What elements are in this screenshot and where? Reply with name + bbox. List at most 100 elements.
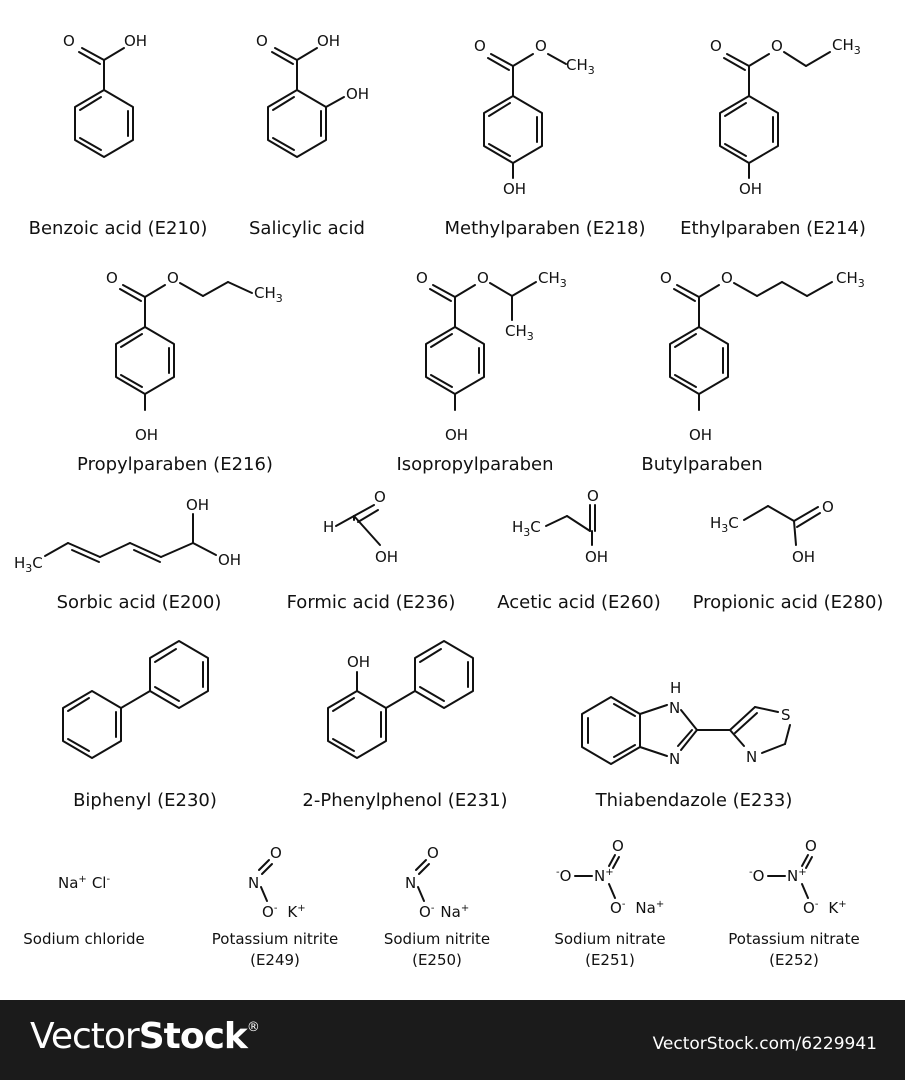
isopropylparaben-structure: O O CH3 CH3 OH Isopropylparaben <box>396 269 566 475</box>
atom-label: O <box>587 487 599 505</box>
atom-label: OH <box>792 548 815 566</box>
compound-name: Propylparaben (E216) <box>77 454 273 475</box>
compound-name: Benzoic acid (E210) <box>29 218 208 239</box>
atom-label: O-K+ <box>803 899 847 917</box>
compound-name: Methylparaben (E218) <box>444 218 645 239</box>
compound-name: Salicylic acid <box>249 218 365 239</box>
potassium-nitrate-structure: -O N+ O O-K+ Potassium nitrate (E252) <box>728 837 859 969</box>
methylparaben-structure: O O CH3 OH Methylparaben (E218) <box>444 37 645 239</box>
compound-name: Sodium chloride <box>23 930 144 948</box>
atom-label: O <box>416 269 428 287</box>
atom-label: OH <box>503 180 526 198</box>
compound-name: Sodium nitrate <box>554 930 665 948</box>
atom-label: OH <box>445 426 468 444</box>
propionic-acid-structure: H3C O OH Propionic acid (E280) <box>693 498 884 613</box>
compound-name: Sodium nitrite <box>384 930 490 948</box>
compound-name: Formic acid (E236) <box>287 592 456 613</box>
atom-label: OH <box>186 496 209 514</box>
atom-label: CH3 <box>832 36 861 57</box>
compound-name: Propionic acid (E280) <box>693 592 884 613</box>
atom-label: OH <box>346 85 369 103</box>
sodium-nitrite-structure: O N O-Na+ Sodium nitrite (E250) <box>384 844 490 969</box>
salicylic-acid-structure: O OH OH Salicylic acid <box>249 32 369 239</box>
atom-label: OH <box>135 426 158 444</box>
atom-label: O <box>167 269 179 287</box>
atom-label: CH3 <box>254 284 283 305</box>
sodium-nitrate-structure: -O N+ O O-Na+ Sodium nitrate (E251) <box>554 837 665 969</box>
atom-label: Na+Cl- <box>58 874 110 892</box>
atom-label: O <box>256 32 268 50</box>
atom-label: O <box>106 269 118 287</box>
compound-name: Acetic acid (E260) <box>497 592 661 613</box>
biphenyl-structure: Biphenyl (E230) <box>62 640 217 811</box>
image-url: VectorStock.com/6229941 <box>652 1034 877 1054</box>
compound-name: Butylparaben <box>641 454 762 475</box>
atom-label: O <box>427 844 439 862</box>
compound-name: Potassium nitrite <box>212 930 338 948</box>
compound-name: Potassium nitrate <box>728 930 859 948</box>
atom-label: O-K+ <box>262 903 306 921</box>
compound-name: Thiabendazole (E233) <box>595 790 793 811</box>
potassium-nitrite-structure: O N O-K+ Potassium nitrite (E249) <box>212 844 338 969</box>
compound-name: 2-Phenylphenol (E231) <box>302 790 507 811</box>
atom-label: O-Na+ <box>610 899 664 917</box>
acetic-acid-structure: H3C O OH Acetic acid (E260) <box>497 487 661 613</box>
structures-sheet: O OH Benzoic acid (E210) O OH OH Salicyl… <box>14 32 884 969</box>
atom-label: -O <box>749 867 764 885</box>
atom-label: H <box>670 679 681 697</box>
atom-label: S <box>781 706 791 724</box>
atom-label: O <box>270 844 282 862</box>
atom-label: CH3 <box>538 269 567 290</box>
atom-label: H <box>323 518 334 536</box>
compound-name: Isopropylparaben <box>396 454 553 475</box>
atom-label: O-Na+ <box>419 903 469 921</box>
atom-label: O <box>771 37 783 55</box>
compound-code: (E250) <box>412 951 462 969</box>
vectorstock-logo: VectorStock® <box>30 1016 260 1057</box>
atom-label: OH <box>689 426 712 444</box>
watermark-footer: VectorStock® VectorStock.com/6229941 <box>0 1000 905 1080</box>
atom-label: O <box>535 37 547 55</box>
atom-label: N <box>669 699 680 717</box>
benzoic-acid-structure: O OH Benzoic acid (E210) <box>29 32 208 239</box>
atom-label: H3C <box>512 518 541 539</box>
compound-name: Biphenyl (E230) <box>73 790 217 811</box>
atom-label: N+ <box>787 867 807 885</box>
ethylparaben-structure: O O CH3 OH Ethylparaben (E214) <box>680 36 866 239</box>
atom-label: H3C <box>710 514 739 535</box>
atom-label: O <box>710 37 722 55</box>
formic-acid-structure: H O OH Formic acid (E236) <box>287 488 456 613</box>
compound-code: (E251) <box>585 951 635 969</box>
atom-label: H3C <box>14 554 43 575</box>
atom-label: O <box>822 498 834 516</box>
atom-label: O <box>374 488 386 506</box>
atom-label: O <box>805 837 817 855</box>
compound-name: Ethylparaben (E214) <box>680 218 866 239</box>
atom-label: N <box>746 748 757 766</box>
atom-label: N <box>405 874 416 892</box>
atom-label: -O <box>556 867 571 885</box>
atom-label: CH3 <box>836 269 865 290</box>
atom-label: O <box>477 269 489 287</box>
atom-label: OH <box>317 32 340 50</box>
atom-label: OH <box>375 548 398 566</box>
sodium-chloride-structure: Na+Cl- Sodium chloride <box>23 874 144 948</box>
atom-label: O <box>63 32 75 50</box>
sorbic-acid-structure: H3C OH OH Sorbic acid (E200) <box>14 496 241 613</box>
atom-label: N <box>248 874 259 892</box>
atom-label: O <box>660 269 672 287</box>
atom-label: OH <box>347 653 370 671</box>
atom-label: O <box>474 37 486 55</box>
atom-label: O <box>612 837 624 855</box>
2-phenylphenol-structure: OH 2-Phenylphenol (E231) <box>302 640 508 811</box>
propylparaben-structure: O O CH3 OH Propylparaben (E216) <box>77 269 283 475</box>
atom-label: OH <box>585 548 608 566</box>
atom-label: O <box>721 269 733 287</box>
compound-code: (E249) <box>250 951 300 969</box>
atom-label: N <box>669 750 680 768</box>
atom-label: OH <box>218 551 241 569</box>
butylparaben-structure: O O CH3 OH Butylparaben <box>641 269 864 475</box>
compound-code: (E252) <box>769 951 819 969</box>
compound-name: Sorbic acid (E200) <box>57 592 222 613</box>
atom-label: CH3 <box>566 56 595 77</box>
